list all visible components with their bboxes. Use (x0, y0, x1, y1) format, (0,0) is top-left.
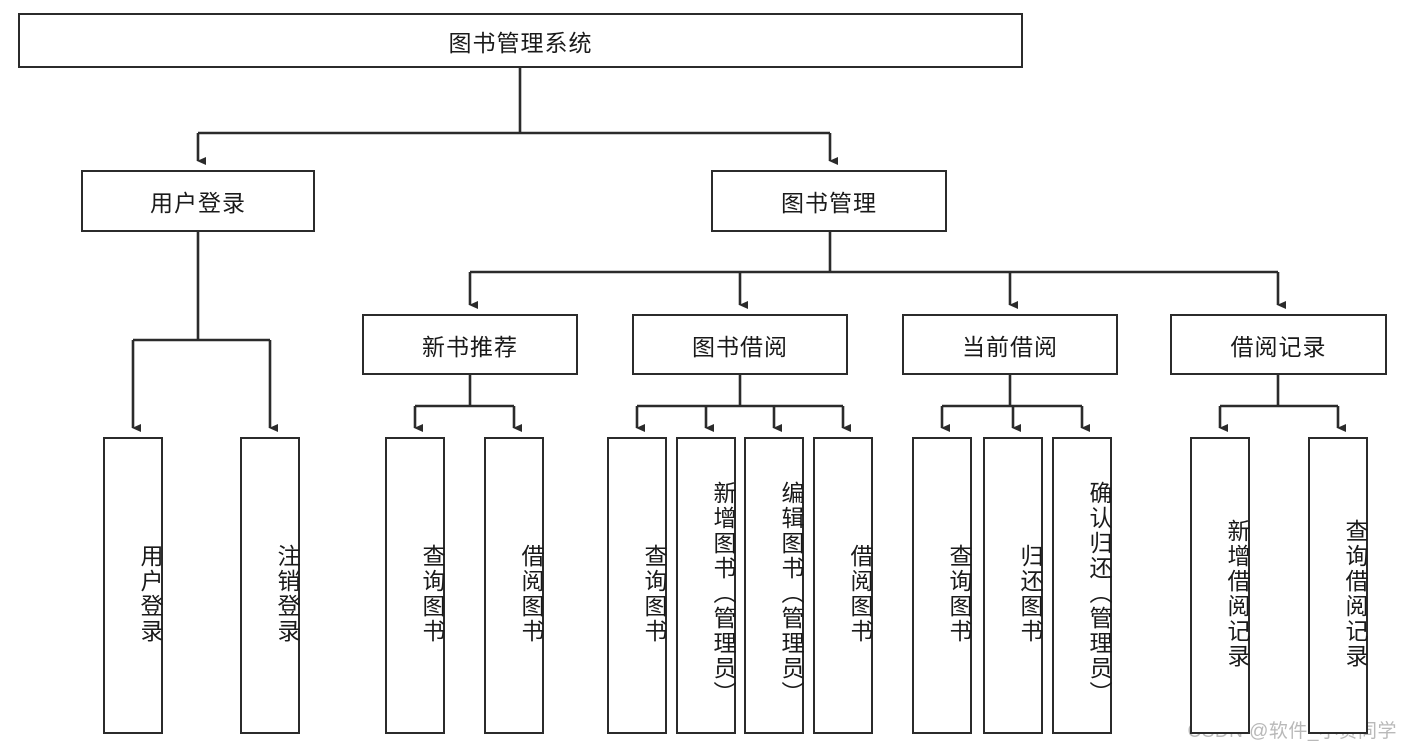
node-label: 查询借阅记录 (1342, 518, 1368, 669)
node-leaf-9[interactable]: 查询图书 (912, 437, 972, 734)
node-level2-1[interactable]: 用户登录 (81, 170, 315, 232)
node-level3-2[interactable]: 图书借阅 (632, 314, 848, 375)
node-label: 新增图书（管理员） (710, 481, 736, 706)
node-leaf-12[interactable]: 新增借阅记录 (1190, 437, 1250, 734)
node-label: 注销登录 (274, 543, 300, 644)
node-leaf-3[interactable]: 查询图书 (385, 437, 445, 734)
node-level3-1[interactable]: 新书推荐 (362, 314, 578, 375)
node-leaf-2[interactable]: 注销登录 (240, 437, 300, 734)
node-level3-4[interactable]: 借阅记录 (1170, 314, 1387, 375)
node-label: 查询图书 (641, 543, 667, 644)
node-label: 图书借阅 (692, 333, 788, 360)
node-leaf-4[interactable]: 借阅图书 (484, 437, 544, 734)
node-label: 确认归还（管理员） (1086, 481, 1112, 706)
node-label: 借阅图书 (847, 543, 873, 644)
node-leaf-1[interactable]: 用户登录 (103, 437, 163, 734)
node-level2-2[interactable]: 图书管理 (711, 170, 947, 232)
node-leaf-13[interactable]: 查询借阅记录 (1308, 437, 1368, 734)
node-leaf-7[interactable]: 编辑图书（管理员） (744, 437, 804, 734)
node-label: 借阅记录 (1230, 333, 1327, 360)
node-label: 当前借阅 (962, 333, 1058, 360)
node-leaf-6[interactable]: 新增图书（管理员） (676, 437, 736, 734)
node-leaf-8[interactable]: 借阅图书 (813, 437, 873, 734)
node-label: 用户登录 (137, 543, 163, 644)
node-root[interactable]: 图书管理系统 (18, 13, 1023, 68)
node-label: 图书管理 (781, 190, 877, 216)
node-leaf-5[interactable]: 查询图书 (607, 437, 667, 734)
node-label: 借阅图书 (518, 543, 544, 644)
node-leaf-10[interactable]: 归还图书 (983, 437, 1043, 734)
node-label: 查询图书 (946, 543, 972, 644)
node-label: 用户登录 (150, 190, 246, 216)
node-label: 查询图书 (419, 543, 445, 644)
node-level3-3[interactable]: 当前借阅 (902, 314, 1118, 375)
node-label: 新书推荐 (422, 333, 518, 360)
node-label: 图书管理系统 (448, 29, 593, 56)
node-label: 归还图书 (1017, 543, 1043, 644)
node-label: 新增借阅记录 (1224, 518, 1250, 669)
node-label: 编辑图书（管理员） (778, 481, 804, 706)
node-leaf-11[interactable]: 确认归还（管理员） (1052, 437, 1112, 734)
